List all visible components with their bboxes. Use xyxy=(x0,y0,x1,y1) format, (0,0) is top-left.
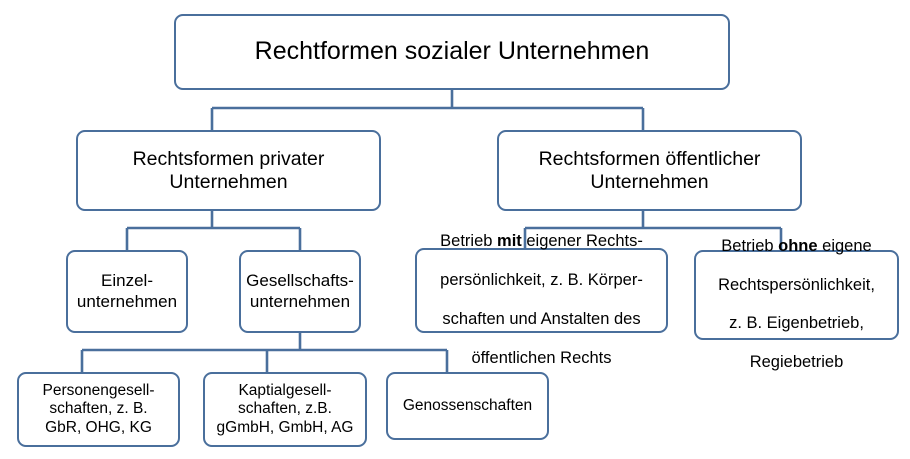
without-legal-line1-post: eigene xyxy=(817,236,872,255)
node-cooperatives[interactable]: Genossenschaften xyxy=(386,372,549,440)
node-private-legal-forms[interactable]: Rechtsformen privater Unternehmen xyxy=(76,130,381,211)
node-sole-proprietorship[interactable]: Einzel- unternehmen xyxy=(66,250,188,333)
node-without-legal-personality[interactable]: Betrieb ohne eigene Rechtspersönlichkeit… xyxy=(694,237,899,371)
with-legal-line1-pre: Betrieb xyxy=(440,232,498,251)
node-corporations-label: Kaptialgesell- schaften, z.B. gGmbH, Gmb… xyxy=(216,382,354,436)
without-legal-line1-pre: Betrieb xyxy=(721,236,779,255)
without-legal-line3: z. B. Eigenbetrieb, xyxy=(729,314,864,333)
node-private-legal-forms-label: Rechtsformen privater Unternehmen xyxy=(132,147,325,193)
node-partnerships-label: Personengesell- schaften, z. B. GbR, OHG… xyxy=(42,382,155,436)
node-cooperatives-label: Genossenschaften xyxy=(402,396,533,414)
with-legal-line1-bold: mit xyxy=(497,232,522,251)
without-legal-line1-bold: ohne xyxy=(778,236,818,255)
node-company-enterprise-label: Gesellschafts- unternehmen xyxy=(246,271,354,311)
node-sole-proprietorship-label: Einzel- unternehmen xyxy=(76,271,178,311)
node-root-label: Rechtformen sozialer Unternehmen xyxy=(254,37,650,66)
without-legal-line4: Regiebetrieb xyxy=(749,353,844,372)
node-without-legal-personality-text: Betrieb ohne eigene Rechtspersönlichkeit… xyxy=(714,217,879,373)
with-legal-line3: schaften und Anstalten des xyxy=(442,309,641,328)
node-public-legal-forms[interactable]: Rechtsformen öffentlicher Unternehmen xyxy=(497,130,802,211)
node-company-enterprise[interactable]: Gesellschafts- unternehmen xyxy=(239,250,361,333)
with-legal-line2: persönlichkeit, z. B. Körper- xyxy=(440,271,643,290)
with-legal-line4: öffentlichen Rechts xyxy=(471,348,612,367)
node-public-legal-forms-label: Rechtsformen öffentlicher Unternehmen xyxy=(538,147,761,193)
node-root[interactable]: Rechtformen sozialer Unternehmen xyxy=(174,14,730,90)
with-legal-line1-post: eigener Rechts- xyxy=(521,232,643,251)
without-legal-line2: Rechtspersönlichkeit, xyxy=(718,275,875,294)
node-corporations[interactable]: Kaptialgesell- schaften, z.B. gGmbH, Gmb… xyxy=(203,372,367,447)
node-with-legal-personality[interactable]: Betrieb mit eigener Rechts- persönlichke… xyxy=(415,232,668,367)
node-with-legal-personality-text: Betrieb mit eigener Rechts- persönlichke… xyxy=(436,213,647,369)
node-partnerships[interactable]: Personengesell- schaften, z. B. GbR, OHG… xyxy=(17,372,180,447)
